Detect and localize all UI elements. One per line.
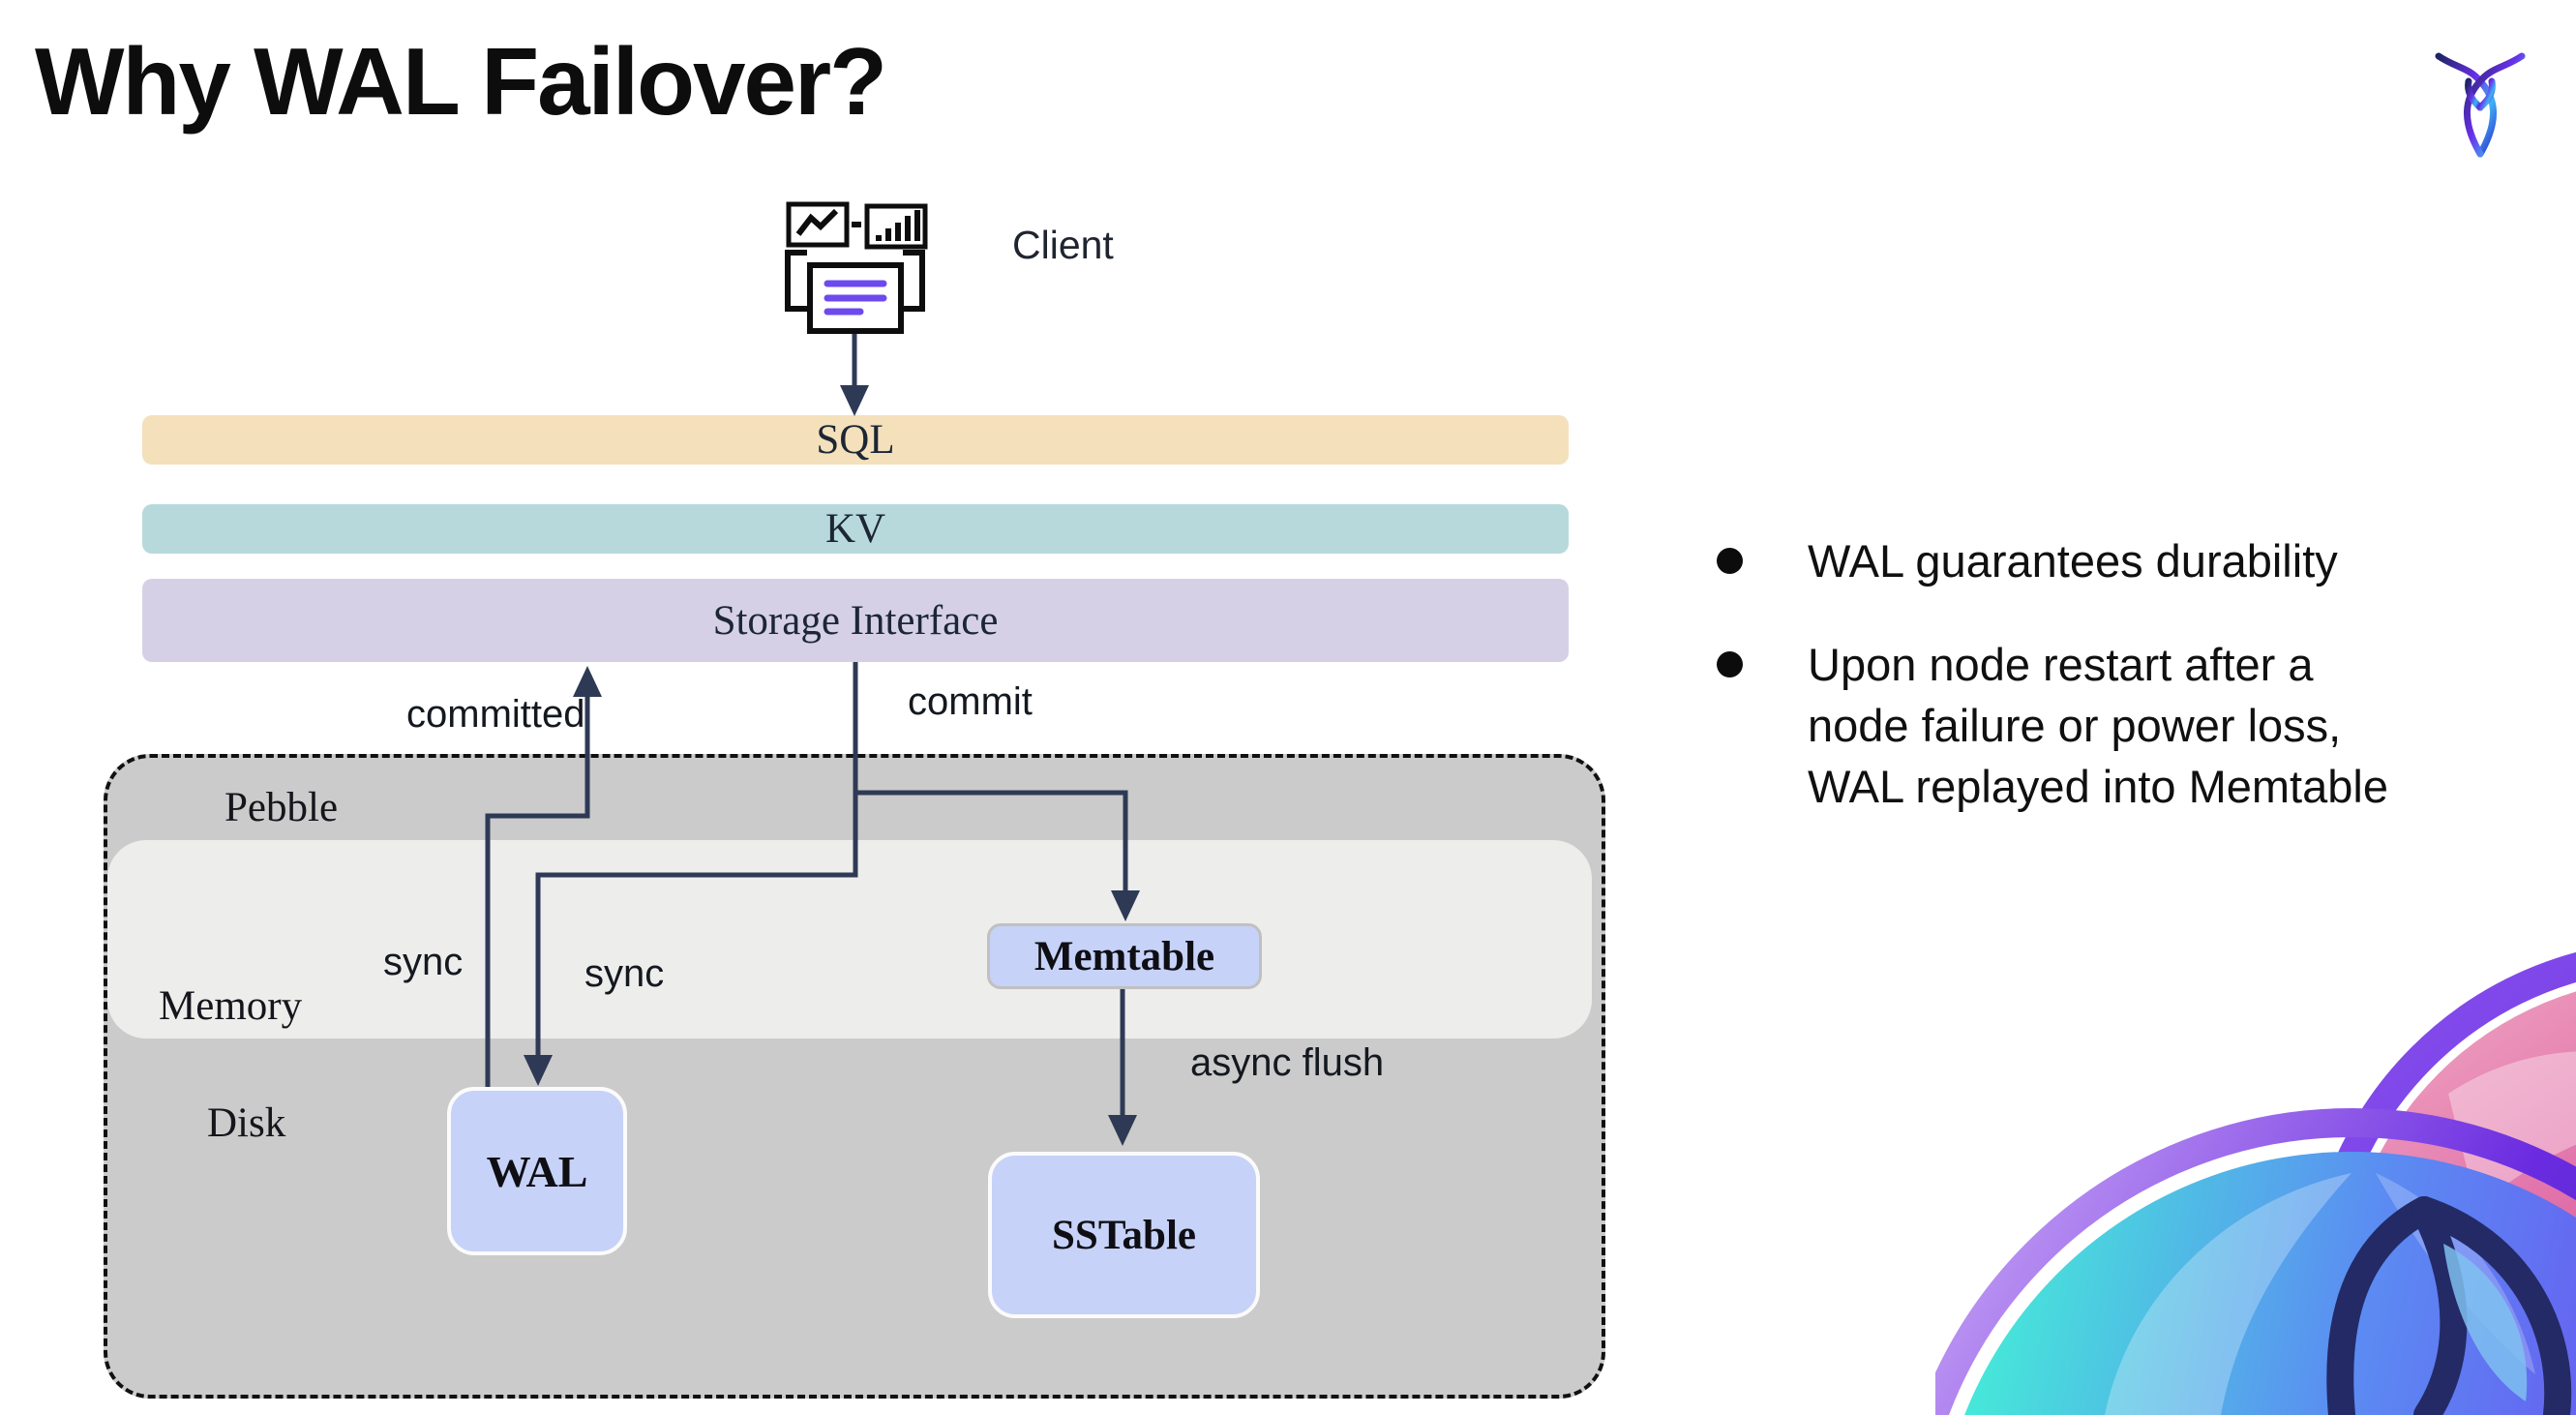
cockroachdb-logo-icon xyxy=(2435,48,2526,163)
edge-label-sync-up: sync xyxy=(383,941,464,983)
disk-label: Disk xyxy=(207,1100,286,1146)
memory-band xyxy=(107,840,1592,1039)
layer-bar-kv: KV xyxy=(142,504,1569,554)
edge-label-committed: committed xyxy=(406,693,585,736)
memtable-node: Memtable xyxy=(987,923,1262,989)
layer-bar-storage-interface-label: Storage Interface xyxy=(712,597,999,644)
sstable-node-label: SSTable xyxy=(1051,1212,1196,1258)
layer-bar-storage-interface: Storage Interface xyxy=(142,579,1569,662)
bullet-item: WAL guarantees durability xyxy=(1684,530,2555,591)
wal-node: WAL xyxy=(447,1087,627,1255)
layer-bar-sql: SQL xyxy=(142,415,1569,465)
layer-bar-sql-label: SQL xyxy=(816,417,895,463)
memtable-node-label: Memtable xyxy=(1033,933,1215,979)
bullet-dot xyxy=(1717,548,1743,574)
edge-label-async-flush: async flush xyxy=(1190,1041,1385,1084)
page-title: Why WAL Failover? xyxy=(35,28,887,135)
sstable-node: SSTable xyxy=(988,1152,1260,1318)
memory-label: Memory xyxy=(159,983,303,1029)
edge-label-sync-down: sync xyxy=(584,952,665,995)
wal-node-label: WAL xyxy=(486,1146,588,1196)
bullet-list: WAL guarantees durability Upon node rest… xyxy=(1684,530,2555,859)
layer-bar-kv-label: KV xyxy=(824,506,886,552)
corner-decoration xyxy=(1935,919,2576,1415)
bullet-text: WAL guarantees durability xyxy=(1808,535,2338,587)
client-icon xyxy=(780,198,930,344)
edge-label-commit: commit xyxy=(908,680,1033,723)
pebble-label: Pebble xyxy=(225,785,339,830)
bullet-dot xyxy=(1717,651,1743,677)
bullet-item: Upon node restart after a node failure o… xyxy=(1684,634,2555,817)
client-label: Client xyxy=(1012,223,1114,267)
bullet-text: Upon node restart after a node failure o… xyxy=(1808,639,2388,812)
